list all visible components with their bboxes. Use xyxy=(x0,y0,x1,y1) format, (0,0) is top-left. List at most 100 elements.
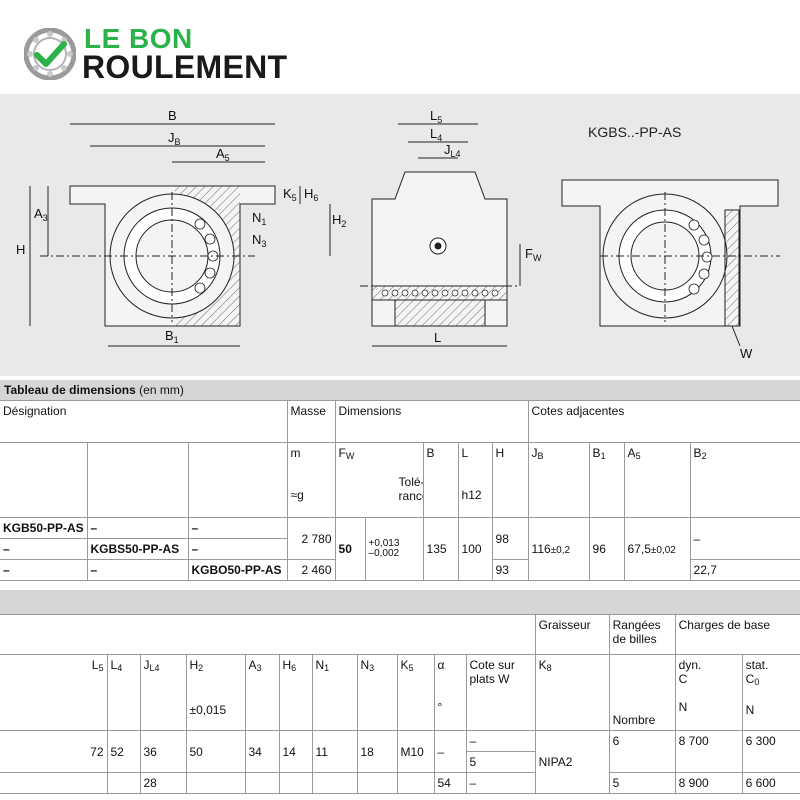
header-H2-text: H xyxy=(189,658,199,672)
alpha-value-a: – xyxy=(433,730,467,773)
dim-label-W: W xyxy=(740,346,753,361)
blank-cell xyxy=(0,772,108,794)
header-L4-sub: 4 xyxy=(117,663,123,673)
header-JL4-sub: L4 xyxy=(149,663,160,673)
designation-cell: – xyxy=(187,517,288,539)
dim-label-B: B xyxy=(168,108,177,123)
header-H: H xyxy=(491,442,529,518)
header-stat-text: stat. xyxy=(745,658,769,672)
table-row: 28 54 – 5 8 900 6 600 xyxy=(0,772,800,794)
mass-b: 2 460 xyxy=(286,559,336,581)
designation-cell: – xyxy=(86,559,189,581)
blank-cell xyxy=(106,772,141,794)
header-L5: L5 xyxy=(0,654,108,731)
header-masse: Masse xyxy=(286,400,336,443)
K5-value: M10 xyxy=(396,730,435,773)
header-K8-text: K xyxy=(538,658,547,672)
header-H6: H6 xyxy=(278,654,313,731)
header-L-text: L xyxy=(461,446,469,460)
header-degree: ° xyxy=(437,700,443,714)
header: LE BON ROULEMENT xyxy=(0,0,800,94)
stat-value-a: 6 300 xyxy=(741,730,800,773)
header-cotes-adjacentes: Cotes adjacentes xyxy=(527,400,800,443)
header-A5: A5 xyxy=(623,442,691,518)
header-m-text: m xyxy=(290,446,301,460)
B2-value-a: – xyxy=(689,517,800,560)
header-JL4-text: J xyxy=(143,658,150,672)
dim-label-A5: A5 xyxy=(216,146,230,163)
header-K5-sub: 5 xyxy=(408,663,414,673)
header-H2-tolerance: ±0,015 xyxy=(189,703,227,717)
table-row: – KGBS50-PP-AS – xyxy=(0,538,800,560)
header-B: B xyxy=(422,442,459,518)
blank-cell xyxy=(396,772,435,794)
header-K8-sub: 8 xyxy=(546,663,552,673)
header-JB-sub: B xyxy=(537,451,544,461)
B1-value: 96 xyxy=(588,517,625,581)
header-dyn-unit: N xyxy=(678,700,688,714)
N3-value: 18 xyxy=(356,730,398,773)
header-N3: N3 xyxy=(356,654,398,731)
header-A3: A3 xyxy=(244,654,280,731)
header-B2-sub: 2 xyxy=(701,451,707,461)
W-value-a: – xyxy=(465,730,536,752)
B2-value-b: 22,7 xyxy=(689,559,800,581)
dim-label-H2: H2 xyxy=(332,212,346,229)
header-L5-text: L xyxy=(91,658,99,672)
table1-title-units: (en mm) xyxy=(139,383,184,397)
header-designation: Désignation xyxy=(0,400,288,443)
dim-label-B1: B1 xyxy=(165,328,179,345)
drawing-svg: B JB A5 L5 L4 JL4 K5 H6 A3 N1 H2 N3 H FW… xyxy=(16,108,780,361)
dim-label-L: L xyxy=(434,330,441,345)
dim-label-JL4: JL4 xyxy=(444,142,461,159)
fw-value: 50 xyxy=(334,517,366,581)
header-A5-text: A xyxy=(627,446,636,460)
header-B1: B1 xyxy=(588,442,625,518)
tolerance-value: +0,013–0,002 xyxy=(364,517,424,581)
header-JB: JB xyxy=(527,442,590,518)
header-alpha: α° xyxy=(433,654,467,731)
header-fw-sub: W xyxy=(345,451,355,461)
L4-value: 52 xyxy=(106,730,141,773)
dimensions-table: Désignation Masse Dimensions Cotes adjac… xyxy=(0,400,800,581)
header-fw: FW Tolé-rances xyxy=(334,442,424,518)
dim-label-L4: L4 xyxy=(430,126,442,143)
header-stat-C0: C xyxy=(745,672,755,686)
header-fw-text: F xyxy=(338,446,346,460)
header-N1-text: N xyxy=(315,658,325,672)
header-B2-text: B xyxy=(693,446,702,460)
header-L5-sub: 5 xyxy=(98,663,104,673)
header-m: m≈g xyxy=(286,442,336,518)
header-designation-blank-2 xyxy=(86,442,189,518)
dim-label-K5: K5 xyxy=(283,186,297,203)
N1-value: 11 xyxy=(311,730,358,773)
L-value: 100 xyxy=(457,517,493,581)
header-tolerances: Tolé-rances xyxy=(398,475,424,503)
dim-label-FW: FW xyxy=(525,246,542,263)
header-charges: Charges de base xyxy=(674,614,800,655)
W-value-b: 5 xyxy=(465,751,536,773)
blank-cell xyxy=(356,772,398,794)
header-JL4: JL4 xyxy=(139,654,187,731)
header-stat-C0-sub: 0 xyxy=(754,677,760,687)
header-A5-sub: 5 xyxy=(635,451,641,461)
designation-cell: – xyxy=(0,538,88,560)
header-alpha-text: α xyxy=(437,658,445,672)
header-dyn-text: dyn. xyxy=(678,658,702,672)
B-value: 135 xyxy=(422,517,459,581)
JB-number: 116 xyxy=(531,542,551,556)
brand-line1: LE BON xyxy=(84,23,193,54)
dim-label-N1: N1 xyxy=(252,210,266,227)
header-H6-text: H xyxy=(282,658,292,672)
header-h12: h12 xyxy=(461,488,482,502)
header-N1: N1 xyxy=(311,654,358,731)
dyn-value-a: 8 700 xyxy=(674,730,743,773)
header-nombre: Nombre xyxy=(608,654,676,731)
dim-label-H6: H6 xyxy=(304,186,318,203)
H-value-b: 93 xyxy=(491,559,529,581)
header-H2: H2±0,015 xyxy=(185,654,246,731)
brand-line2: ROULEMENT xyxy=(82,49,288,85)
